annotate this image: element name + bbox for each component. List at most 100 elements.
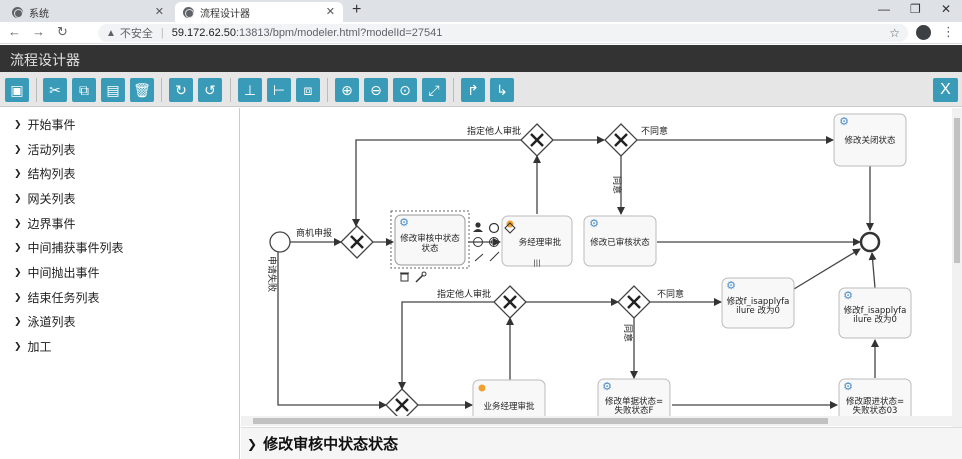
gear-icon: ⚙ bbox=[602, 380, 612, 393]
add-end-event-icon[interactable] bbox=[489, 237, 499, 247]
context-pad[interactable] bbox=[400, 222, 516, 283]
canvas-horizontal-scrollbar[interactable] bbox=[241, 416, 952, 426]
palette-group-start-events[interactable]: ❯ 开始事件 bbox=[0, 112, 239, 137]
back-icon[interactable]: ← bbox=[8, 24, 21, 39]
palette-group-label: 开始事件 bbox=[27, 117, 76, 132]
copy-icon[interactable]: ⧉ bbox=[72, 78, 96, 102]
property-panel-header[interactable]: ❯ 修改审核中状态状态 bbox=[241, 427, 962, 459]
add-user-task-icon[interactable] bbox=[473, 222, 483, 232]
association-icon[interactable] bbox=[489, 251, 500, 262]
palette-group-structural[interactable]: ❯结构列表 bbox=[0, 161, 239, 186]
browser-tab[interactable]: 系统 ✕ bbox=[4, 2, 172, 22]
process-diagram[interactable]: 商机申报 指定他人审批 不同意 同意 申请失败 指定他人审批 不同意 同意 bbox=[241, 108, 952, 416]
task-label: 务经理审批 bbox=[519, 237, 562, 248]
same-size-icon[interactable]: ⧈ bbox=[296, 78, 320, 102]
undo-icon[interactable]: ↺ bbox=[198, 78, 222, 102]
cut-icon[interactable]: ✂ bbox=[43, 78, 67, 102]
paste-icon[interactable]: ▤ bbox=[101, 78, 125, 102]
browser-menu-icon[interactable]: ⋮ bbox=[942, 24, 955, 39]
browser-tab-active[interactable]: 流程设计器 ✕ bbox=[175, 2, 343, 22]
palette-group-throw-events[interactable]: ❯中间抛出事件 bbox=[0, 260, 239, 285]
new-tab-button[interactable]: + bbox=[352, 1, 362, 18]
exclusive-gateway[interactable] bbox=[385, 388, 419, 416]
delete-icon[interactable] bbox=[400, 272, 409, 282]
scrollbar-thumb[interactable] bbox=[253, 418, 828, 424]
gear-icon: ⚙ bbox=[843, 289, 853, 302]
user-icon bbox=[506, 220, 514, 228]
close-tab-icon[interactable]: ✕ bbox=[325, 6, 335, 18]
sequence-flow[interactable] bbox=[277, 252, 387, 409]
end-event[interactable] bbox=[859, 231, 881, 253]
chevron-right-icon: ❯ bbox=[14, 118, 22, 129]
service-task[interactable]: ⚙ 修改跟进状态= 失败状态03 bbox=[838, 378, 912, 416]
palette-group-label: 结束任务列表 bbox=[27, 290, 100, 305]
add-intermediate-event-icon[interactable] bbox=[473, 237, 483, 247]
palette-group-end-events[interactable]: ❯结束任务列表 bbox=[0, 285, 239, 310]
close-editor-button[interactable]: X bbox=[933, 78, 958, 102]
service-task[interactable]: ⚙ 修改已审核状态 bbox=[583, 215, 657, 267]
sequence-flow[interactable] bbox=[352, 139, 521, 227]
chevron-right-icon: ❯ bbox=[14, 266, 22, 277]
forward-icon[interactable]: → bbox=[32, 24, 45, 39]
palette-group-gateways[interactable]: ❯网关列表 bbox=[0, 186, 239, 211]
warning-icon: ▲ bbox=[106, 27, 116, 39]
url-field[interactable]: ▲ 不安全 | 59.172.62.50 :13813/bpm/modeler.… bbox=[98, 24, 908, 42]
delete-icon[interactable]: 🗑 bbox=[130, 78, 154, 102]
user-task[interactable]: 务经理审批 ||| bbox=[501, 215, 573, 267]
start-event[interactable] bbox=[269, 231, 291, 253]
bookmark-star-icon[interactable]: ☆ bbox=[889, 26, 900, 40]
add-gateway-icon[interactable] bbox=[504, 222, 516, 234]
app-title: 流程设计器 bbox=[10, 52, 80, 68]
task-label: 失败状态F bbox=[615, 405, 654, 416]
service-task[interactable]: ⚙ 修改关闭状态 bbox=[833, 113, 907, 167]
exclusive-gateway[interactable] bbox=[520, 123, 554, 157]
exclusive-gateway[interactable] bbox=[493, 285, 527, 319]
remove-bendpoint-icon[interactable]: ↳ bbox=[490, 78, 514, 102]
sequence-flow[interactable] bbox=[793, 248, 861, 290]
add-end-event-inner-icon bbox=[491, 239, 497, 245]
align-vertical-icon[interactable]: ⊥ bbox=[238, 78, 262, 102]
palette-group-boundary-events[interactable]: ❯边界事件 bbox=[0, 211, 239, 236]
exclusive-gateway[interactable] bbox=[617, 285, 651, 319]
zoom-actual-icon[interactable]: ⊙ bbox=[393, 78, 417, 102]
reload-icon[interactable]: ↻ bbox=[57, 24, 68, 39]
sequence-flow[interactable] bbox=[868, 252, 877, 289]
service-task-selected[interactable]: ⚙ 修改审核中状态 状态 bbox=[390, 210, 470, 269]
palette-group-catch-events[interactable]: ❯中间捕获事件列表 bbox=[0, 235, 239, 260]
service-task[interactable]: ⚙ 修改单据状态= 失败状态F bbox=[597, 378, 671, 416]
add-event-icon[interactable] bbox=[488, 222, 500, 234]
profile-avatar-icon[interactable] bbox=[916, 25, 931, 40]
palette-group-artifacts[interactable]: ❯加工 bbox=[0, 334, 239, 359]
service-task[interactable]: ⚙ 修改f_isapplyfa ilure 改为0 bbox=[838, 287, 912, 339]
palette-group-label: 活动列表 bbox=[27, 142, 76, 157]
window-close-icon[interactable]: ✕ bbox=[941, 2, 952, 16]
close-tab-icon[interactable]: ✕ bbox=[154, 6, 164, 18]
task-label: 状态 bbox=[421, 243, 439, 254]
canvas-vertical-scrollbar[interactable] bbox=[952, 108, 962, 428]
zoom-fit-icon[interactable]: ⤢ bbox=[422, 78, 446, 102]
task-label: 修改跟进状态= bbox=[846, 396, 904, 407]
exclusive-gateway[interactable] bbox=[604, 123, 638, 157]
exclusive-gateway[interactable] bbox=[340, 225, 374, 259]
zoom-in-icon[interactable]: ⊕ bbox=[335, 78, 359, 102]
task-label: 修改审核中状态 bbox=[400, 233, 460, 244]
process-canvas[interactable]: 商机申报 指定他人审批 不同意 同意 申请失败 指定他人审批 不同意 同意 bbox=[241, 108, 952, 416]
align-horizontal-icon[interactable]: ⊢ bbox=[267, 78, 291, 102]
palette-group-activities[interactable]: ❯活动列表 bbox=[0, 137, 239, 162]
palette-group-swimlanes[interactable]: ❯泳道列表 bbox=[0, 310, 239, 335]
scrollbar-thumb[interactable] bbox=[954, 118, 960, 263]
flow-label: 不同意 bbox=[641, 125, 668, 137]
connect-icon[interactable] bbox=[474, 253, 484, 262]
sequence-flow[interactable] bbox=[398, 301, 494, 390]
restore-icon[interactable]: ❐ bbox=[910, 2, 921, 16]
wrench-icon[interactable] bbox=[415, 271, 427, 283]
user-task[interactable]: 业务经理审批 bbox=[472, 379, 546, 416]
service-task[interactable]: ⚙ 修改f_isapplyfa ilure 改为0 bbox=[721, 277, 795, 329]
save-icon[interactable]: ▣ bbox=[5, 78, 29, 102]
chevron-right-icon: ❯ bbox=[14, 242, 22, 253]
add-bendpoint-icon[interactable]: ↱ bbox=[461, 78, 485, 102]
zoom-out-icon[interactable]: ⊖ bbox=[364, 78, 388, 102]
task-label: ilure 改为0 bbox=[853, 314, 897, 325]
redo-icon[interactable]: ↻ bbox=[169, 78, 193, 102]
minimize-icon[interactable]: — bbox=[878, 2, 890, 16]
